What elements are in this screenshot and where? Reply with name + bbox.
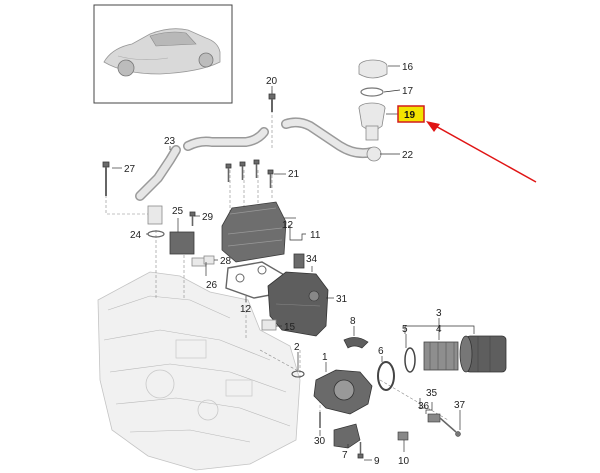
o-ring-5 <box>404 347 416 373</box>
callout-12-lower: 12 <box>240 304 252 315</box>
callout-34: 34 <box>306 254 318 265</box>
callout-22: 22 <box>402 150 414 161</box>
callout-21: 21 <box>288 169 300 180</box>
callout-11: 11 <box>310 230 321 241</box>
callout-labels: 16 17 22 20 21 23 27 25 29 24 28 26 12 1… <box>124 62 466 467</box>
car-thumbnail <box>93 4 233 104</box>
clip-28 <box>203 255 215 265</box>
callout-3: 3 <box>436 308 442 319</box>
bolt-29 <box>189 211 196 226</box>
sensor-10 <box>397 431 409 441</box>
oil-filter-housing-upper <box>267 253 329 337</box>
bracket-8 <box>343 337 369 349</box>
callout-15: 15 <box>284 322 296 333</box>
callout-17: 17 <box>402 86 414 97</box>
bolt-9 <box>357 442 364 459</box>
callout-7: 7 <box>342 450 348 461</box>
callout-10: 10 <box>398 456 410 467</box>
callout-16: 16 <box>402 62 414 73</box>
callout-30: 30 <box>314 436 326 447</box>
valve-25 <box>169 231 207 267</box>
callout-20: 20 <box>266 76 278 87</box>
part-15 <box>261 319 277 331</box>
callout-4: 4 <box>436 324 442 335</box>
breather-hose <box>183 117 382 162</box>
callout-27: 27 <box>124 164 136 175</box>
bolt-27 <box>102 161 110 196</box>
callout-19: 19 <box>404 110 416 121</box>
oil-filler-cap <box>358 59 388 79</box>
callout-23: 23 <box>164 136 176 147</box>
o-ring-6 <box>377 361 395 391</box>
crankcase-hose <box>135 145 181 225</box>
leader-lines <box>112 65 475 461</box>
callout-25: 25 <box>172 206 184 217</box>
callout-36: 36 <box>418 401 430 412</box>
bracket-7 <box>333 423 361 449</box>
callout-35: 35 <box>426 388 438 399</box>
callout-12-upper: 12 <box>282 220 294 231</box>
oil-filler-neck <box>358 102 386 141</box>
engine-block <box>97 271 301 471</box>
callout-1: 1 <box>322 352 328 363</box>
callout-19-highlight[interactable]: 19 <box>397 105 425 123</box>
seal-2 <box>291 370 305 378</box>
oil-filter-element <box>423 341 459 371</box>
callout-31: 31 <box>336 294 348 305</box>
callout-28: 28 <box>220 256 232 267</box>
oil-separator <box>221 201 287 263</box>
callout-29: 29 <box>202 212 214 223</box>
callout-8: 8 <box>350 316 356 327</box>
callout-6: 6 <box>378 346 384 357</box>
oil-filter-cover <box>459 335 507 373</box>
callout-24: 24 <box>130 230 142 241</box>
callout-2: 2 <box>294 342 300 353</box>
sender-35-36-37 <box>427 413 461 437</box>
water-pump-housing <box>313 369 373 415</box>
o-ring-17 <box>360 87 384 97</box>
bolt-20 <box>268 93 276 112</box>
callout-5: 5 <box>402 324 408 335</box>
callout-9: 9 <box>374 456 380 467</box>
callout-37: 37 <box>454 400 466 411</box>
red-pointer-arrow-icon <box>426 121 537 183</box>
bolts-21 <box>225 159 274 188</box>
callout-26: 26 <box>206 280 218 291</box>
